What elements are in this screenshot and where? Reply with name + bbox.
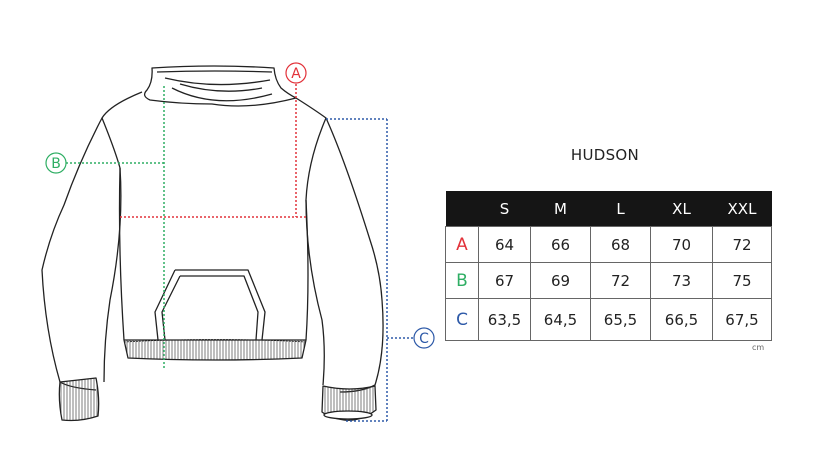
product-title: HUDSON: [570, 146, 640, 164]
header-cell-blank: [445, 191, 479, 227]
cell-a-xl: 70: [650, 226, 713, 263]
table-row-b: B 67 69 72 73 75: [445, 262, 772, 299]
cell-b-s: 67: [478, 262, 531, 299]
cell-a-s: 64: [478, 226, 531, 263]
header-cell-xxl: XXL: [712, 191, 772, 227]
row-label-c: C: [445, 298, 479, 341]
header-cell-s: S: [478, 191, 531, 227]
header-cell-l: L: [590, 191, 651, 227]
cell-c-xxl: 67,5: [712, 298, 772, 341]
svg-text:B: B: [51, 156, 61, 172]
table-row-a: A 64 66 68 70 72: [445, 226, 772, 263]
header-cell-m: M: [530, 191, 591, 227]
cell-a-m: 66: [530, 226, 591, 263]
hoodie-illustration: A B C: [41, 62, 435, 422]
svg-text:A: A: [291, 66, 301, 82]
table-row-c: C 63,5 64,5 65,5 66,5 67,5: [445, 298, 772, 341]
cell-c-l: 65,5: [590, 298, 651, 341]
row-label-b: B: [445, 262, 479, 299]
cell-b-xl: 73: [650, 262, 713, 299]
row-label-a: A: [445, 226, 479, 263]
unit-label: cm: [752, 343, 765, 352]
cell-c-s: 63,5: [478, 298, 531, 341]
cell-a-xxl: 72: [712, 226, 772, 263]
svg-text:C: C: [419, 331, 429, 347]
measure-a-lines: [120, 84, 306, 218]
marker-b-icon: B: [45, 152, 67, 174]
cell-c-xl: 66,5: [650, 298, 713, 341]
cell-b-m: 69: [530, 262, 591, 299]
cell-b-xxl: 75: [712, 262, 772, 299]
cell-b-l: 72: [590, 262, 651, 299]
size-chart-table: S M L XL XXL A 64 66 68 70 72 B 67 69 72…: [445, 191, 772, 341]
marker-c-icon: C: [413, 327, 435, 349]
measure-c-lines: [326, 118, 413, 422]
cell-c-m: 64,5: [530, 298, 591, 341]
header-cell-xl: XL: [650, 191, 713, 227]
table-header-row: S M L XL XXL: [445, 191, 772, 227]
measure-b-lines: [66, 86, 165, 368]
marker-a-icon: A: [285, 62, 307, 84]
cell-a-l: 68: [590, 226, 651, 263]
